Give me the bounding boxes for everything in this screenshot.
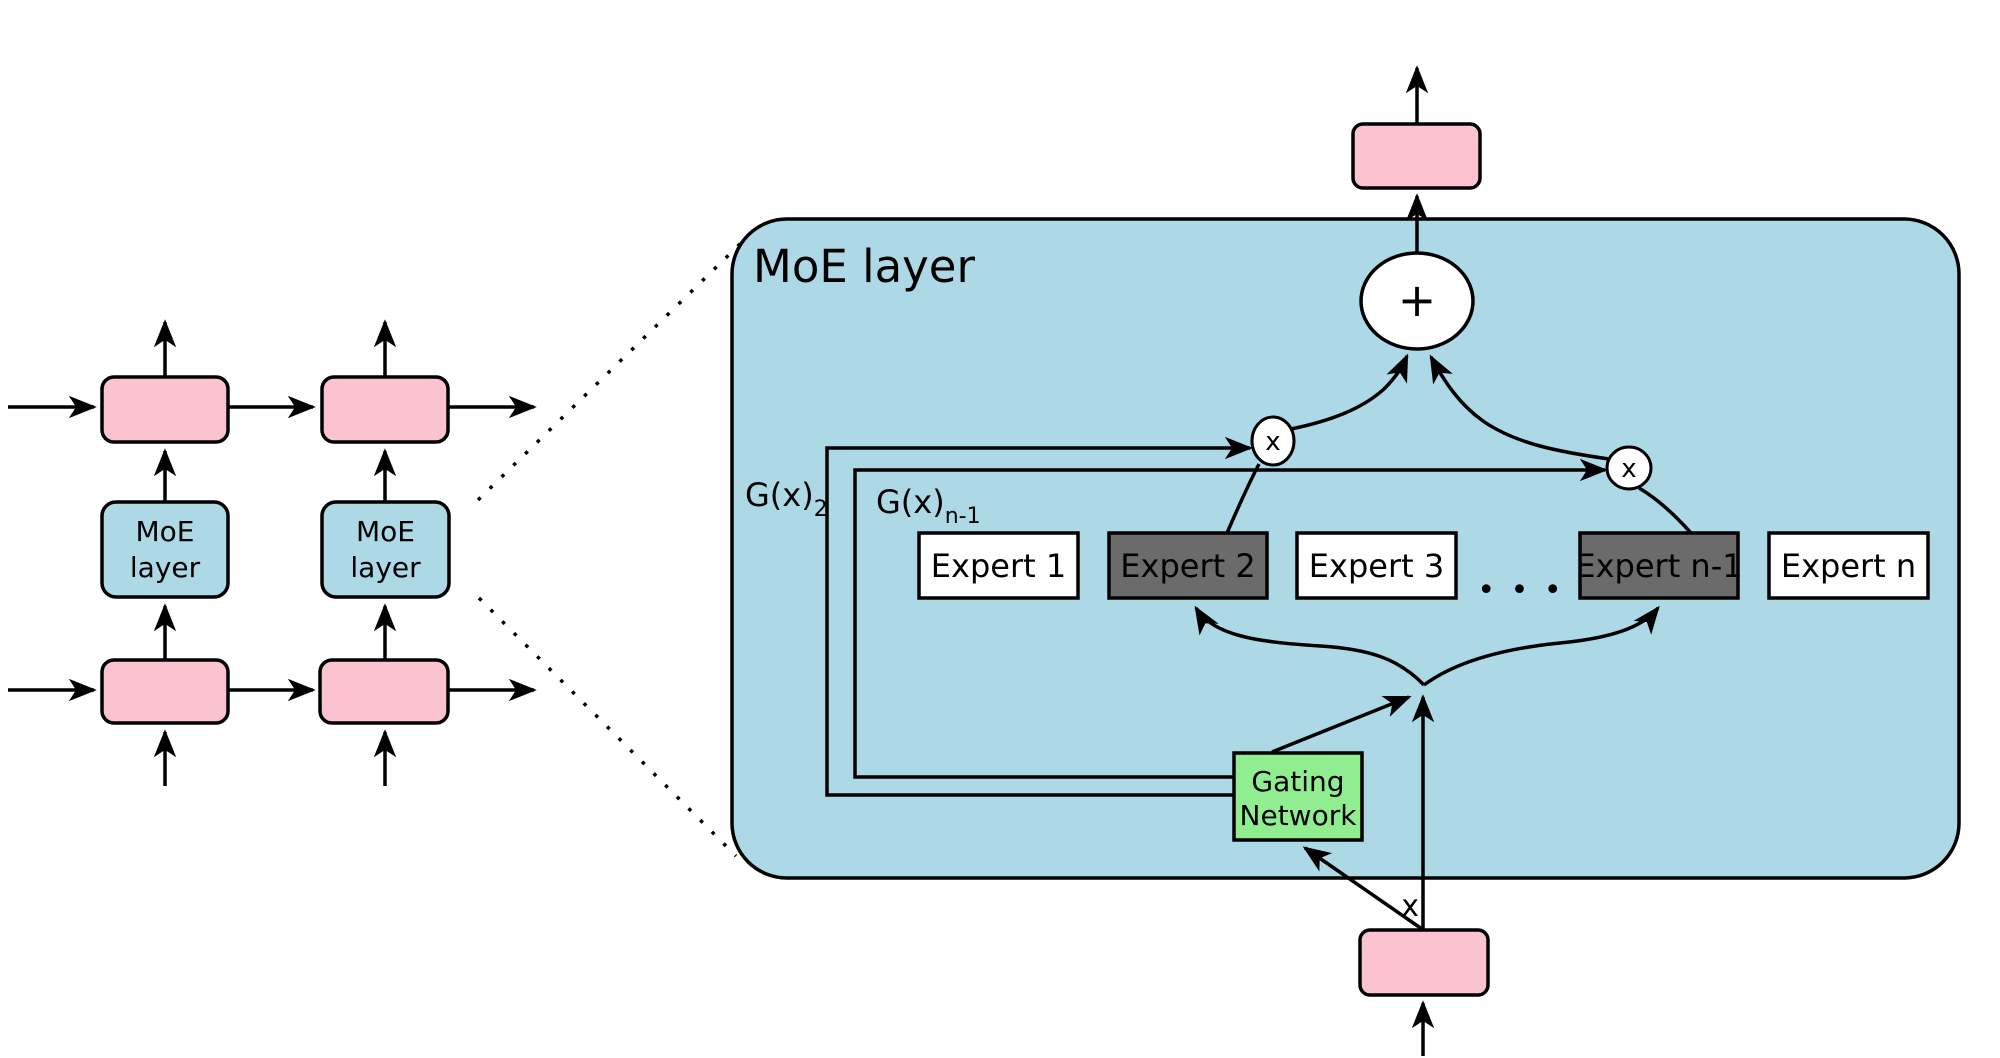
hidden-state-box	[320, 375, 450, 444]
moe-mini-label-line1: MoE	[136, 515, 195, 548]
multiply-right-to-sum-curve	[1429, 354, 1610, 461]
zoom-connector-dashed-line	[477, 596, 738, 858]
expert-n-label: Expert n	[1781, 547, 1916, 585]
moe-mini-label-line2: layer	[130, 551, 201, 584]
input-branch-to-expert-n-1	[1422, 605, 1660, 687]
gating-network-box	[1232, 751, 1364, 842]
input-branch-to-expert-2	[1194, 605, 1426, 687]
expert-2-box	[1107, 531, 1269, 600]
gating-to-branch-arrow	[1271, 695, 1412, 754]
expert-1-label: Expert 1	[931, 547, 1066, 585]
gating-network-label-line1: Gating	[1251, 765, 1344, 798]
multiply-node-left	[1250, 415, 1296, 467]
input-state-box	[1358, 928, 1490, 997]
moe-panel-contents: G(x)2 G(x)n-1 Expert 1 Expert 2 Expert 3…	[745, 251, 1930, 931]
experts-ellipsis: • • •	[1477, 573, 1564, 608]
multiply-symbol-left: x	[1265, 427, 1280, 457]
sum-node	[1359, 251, 1475, 351]
multiply-left-to-sum-curve	[1290, 353, 1409, 431]
expert-3-label: Expert 3	[1309, 547, 1444, 585]
input-to-gating-arrow	[1302, 846, 1423, 931]
expert-1-box	[917, 531, 1080, 600]
sum-symbol: +	[1398, 273, 1437, 327]
moe-layer-mini-box	[100, 500, 230, 599]
multiply-node-right	[1605, 445, 1653, 491]
hidden-state-box	[100, 375, 230, 444]
zoom-connector-dashed-line	[476, 240, 744, 502]
gate-weight-label-2: G(x)2	[745, 476, 828, 522]
expert-3-box	[1295, 531, 1458, 600]
moe-layer-mini-box	[320, 500, 451, 599]
hidden-state-box	[100, 658, 230, 725]
expert-n-box	[1767, 531, 1930, 600]
gate-weight-path-n-1	[853, 458, 1608, 779]
expert-2-label: Expert 2	[1120, 547, 1255, 585]
panel-title: MoE layer	[753, 240, 975, 293]
input-label: x	[1401, 889, 1419, 924]
gate-weight-label-n-1: G(x)n-1	[876, 483, 981, 529]
gating-network-label-line2: Network	[1240, 799, 1358, 832]
expert-n-1-label: Expert n-1	[1575, 547, 1742, 585]
hidden-state-box	[318, 658, 450, 725]
expert-2-output-curve	[1225, 463, 1261, 534]
gate-weight-path-2	[825, 436, 1253, 797]
expert-n-1-box	[1578, 531, 1740, 600]
expert-n-1-output-curve	[1638, 486, 1693, 535]
output-state-box	[1351, 122, 1482, 190]
moe-mini-label-line2: layer	[350, 551, 421, 584]
multiply-symbol-right: x	[1621, 454, 1636, 484]
recurrent-network-mini-diagram: MoE layer MoE layer	[8, 319, 537, 786]
moe-mini-label-line1: MoE	[356, 515, 415, 548]
